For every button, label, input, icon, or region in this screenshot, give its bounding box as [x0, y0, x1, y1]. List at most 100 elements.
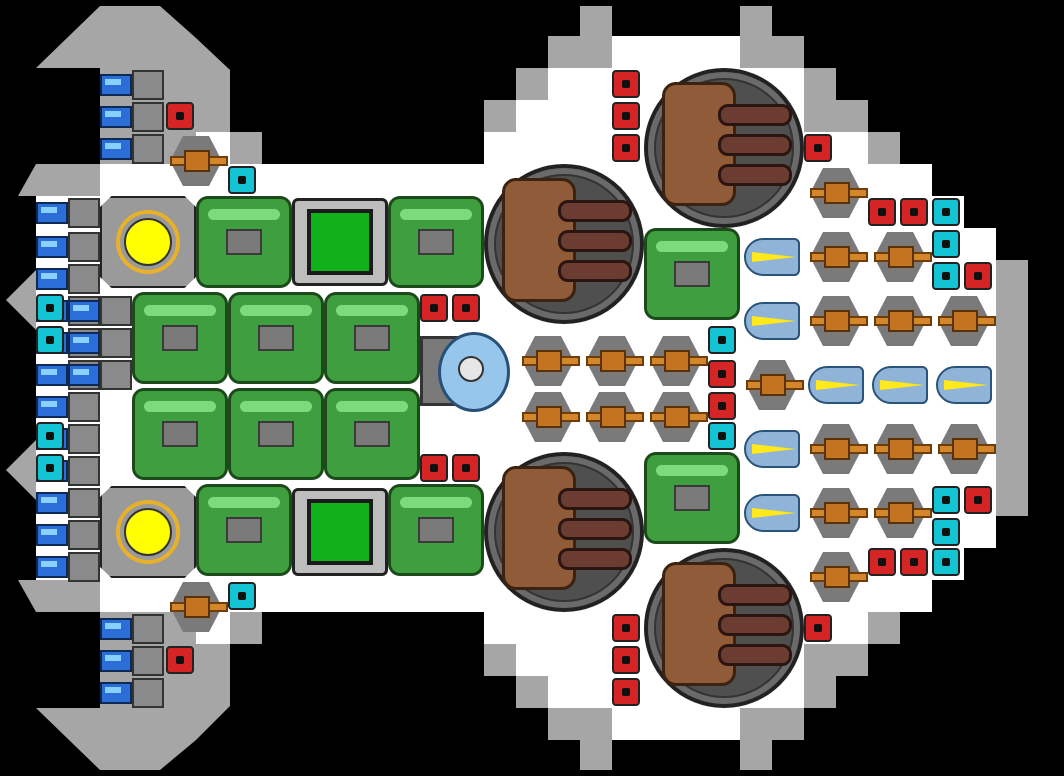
laser-icon	[932, 360, 996, 410]
armor-cyan-icon	[932, 518, 960, 546]
armor-cyan-icon	[36, 294, 64, 322]
turret-core-icon	[888, 502, 914, 524]
fuel-tank-icon	[388, 484, 484, 576]
turret-core-icon	[952, 438, 978, 460]
thruster-body-icon	[68, 264, 100, 294]
turret-icon	[804, 168, 868, 218]
armor-red-icon	[868, 548, 896, 576]
armor-cyan-icon	[708, 422, 736, 450]
thruster-body-icon	[68, 232, 100, 262]
laser-beam-icon	[752, 508, 796, 518]
thruster-body-icon	[68, 488, 100, 518]
thruster-icon	[36, 264, 100, 294]
armor-red-icon	[612, 70, 640, 98]
turret-icon	[932, 296, 996, 346]
turret-core-icon	[888, 438, 914, 460]
turret-icon	[868, 424, 932, 474]
turret-core-icon	[184, 150, 210, 172]
armor-red-icon	[452, 294, 480, 322]
thruster-icon	[100, 102, 164, 132]
thruster-body-icon	[68, 520, 100, 550]
thruster-icon	[100, 678, 164, 708]
turret-icon	[644, 336, 708, 386]
turret-icon	[740, 360, 804, 410]
turret-core-icon	[536, 406, 562, 428]
turret-core-icon	[600, 406, 626, 428]
thruster-body-icon	[132, 134, 164, 164]
fuel-tank-icon	[324, 388, 420, 480]
turret-core-icon	[888, 246, 914, 268]
turret-icon	[804, 552, 868, 602]
turret-icon	[804, 424, 868, 474]
battery-icon	[292, 488, 388, 576]
thruster-icon	[68, 328, 132, 358]
fuel-tank-icon	[644, 228, 740, 320]
thruster-body-icon	[100, 328, 132, 358]
armor-cyan-icon	[36, 422, 64, 450]
turret-core-icon	[664, 350, 690, 372]
thruster-icon	[36, 552, 100, 582]
reactor-ring-icon	[116, 500, 180, 564]
cannon-tube-icon	[558, 518, 632, 540]
armor-red-icon	[612, 678, 640, 706]
turret-core-icon	[824, 438, 850, 460]
cannon-tube-icon	[558, 230, 632, 252]
thruster-icon	[100, 614, 164, 644]
thruster-icon	[36, 232, 100, 262]
armor-red-icon	[900, 198, 928, 226]
thruster-nozzle-icon	[100, 650, 132, 672]
turret-icon	[516, 336, 580, 386]
turret-icon	[164, 582, 228, 632]
turret-icon	[644, 392, 708, 442]
armor-red-icon	[708, 360, 736, 388]
turret-icon	[804, 232, 868, 282]
armor-cyan-icon	[708, 326, 736, 354]
turret-icon	[164, 136, 228, 186]
thruster-body-icon	[100, 296, 132, 326]
battery-screen-icon	[307, 499, 373, 565]
fuel-tank-icon	[196, 196, 292, 288]
armor-cyan-icon	[228, 582, 256, 610]
reactor-icon	[100, 196, 196, 288]
cannon-tube-icon	[718, 164, 792, 186]
turret-core-icon	[824, 246, 850, 268]
command-node-icon	[458, 356, 484, 382]
turret-icon	[804, 296, 868, 346]
turret-core-icon	[824, 502, 850, 524]
thruster-body-icon	[132, 102, 164, 132]
cannon-tube-icon	[558, 260, 632, 282]
large-cannon-icon	[484, 164, 644, 324]
thruster-body-icon	[68, 424, 100, 454]
thruster-body-icon	[132, 646, 164, 676]
armor-red-icon	[900, 548, 928, 576]
thruster-nozzle-icon	[36, 396, 68, 418]
laser-icon	[740, 296, 804, 346]
laser-icon	[740, 232, 804, 282]
thruster-icon	[68, 296, 132, 326]
thruster-body-icon	[132, 70, 164, 100]
thruster-body-icon	[68, 456, 100, 486]
reactor-ring-icon	[116, 210, 180, 274]
armor-red-icon	[612, 614, 640, 642]
thruster-nozzle-icon	[36, 202, 68, 224]
armor-cyan-icon	[36, 454, 64, 482]
cannon-tube-icon	[558, 548, 632, 570]
cannon-tube-icon	[558, 200, 632, 222]
cannon-tube-icon	[718, 134, 792, 156]
turret-core-icon	[952, 310, 978, 332]
fuel-tank-icon	[644, 452, 740, 544]
thruster-nozzle-icon	[36, 364, 68, 386]
armor-red-icon	[420, 454, 448, 482]
fuel-tank-icon	[228, 292, 324, 384]
large-cannon-icon	[644, 548, 804, 708]
thruster-body-icon	[132, 614, 164, 644]
thruster-nozzle-icon	[68, 364, 100, 386]
turret-icon	[516, 392, 580, 442]
thruster-icon	[36, 392, 100, 422]
thruster-body-icon	[100, 360, 132, 390]
cannon-tube-icon	[718, 644, 792, 666]
turret-core-icon	[600, 350, 626, 372]
battery-screen-icon	[307, 209, 373, 275]
turret-core-icon	[664, 406, 690, 428]
armor-red-icon	[612, 134, 640, 162]
